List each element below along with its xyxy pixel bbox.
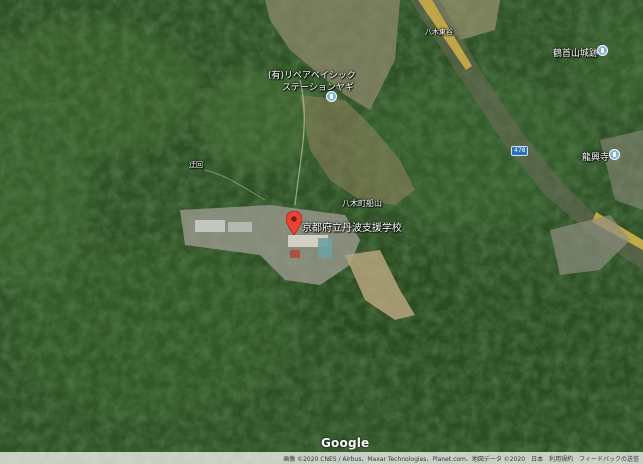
castle-label[interactable]: 鶴首山城跡 bbox=[553, 49, 599, 59]
school-label[interactable]: 京都府立丹波支援学校 bbox=[302, 223, 402, 234]
attribution-bar: 画像 ©2020 CNES / Airbus、Maxar Technologie… bbox=[0, 452, 643, 464]
castle-marker-icon[interactable] bbox=[597, 45, 608, 56]
imagery-attribution: 画像 ©2020 CNES / Airbus、Maxar Technologie… bbox=[283, 455, 526, 463]
region-label: 日本 bbox=[531, 455, 544, 463]
google-logo: Google bbox=[321, 436, 370, 450]
terms-link[interactable]: 利用規約 bbox=[549, 455, 574, 463]
temple-marker-icon[interactable] bbox=[609, 149, 620, 160]
route-shield-icon: 478 bbox=[511, 146, 529, 156]
poi-label-company[interactable]: (有)リペアベイシック bbox=[268, 71, 356, 81]
temple-label[interactable]: 龍興寺 bbox=[582, 153, 610, 163]
area-label-north: 八木東谷 bbox=[425, 28, 453, 36]
poi-label-station[interactable]: ステーションヤギ bbox=[282, 83, 354, 93]
feedback-link[interactable]: フィードバックの送信 bbox=[579, 455, 639, 463]
village-label: 八木町船山 bbox=[342, 199, 382, 208]
poi-marker-icon[interactable] bbox=[326, 91, 337, 102]
location-pin-icon[interactable] bbox=[286, 211, 302, 235]
area-label-west: 迂回 bbox=[189, 161, 203, 169]
